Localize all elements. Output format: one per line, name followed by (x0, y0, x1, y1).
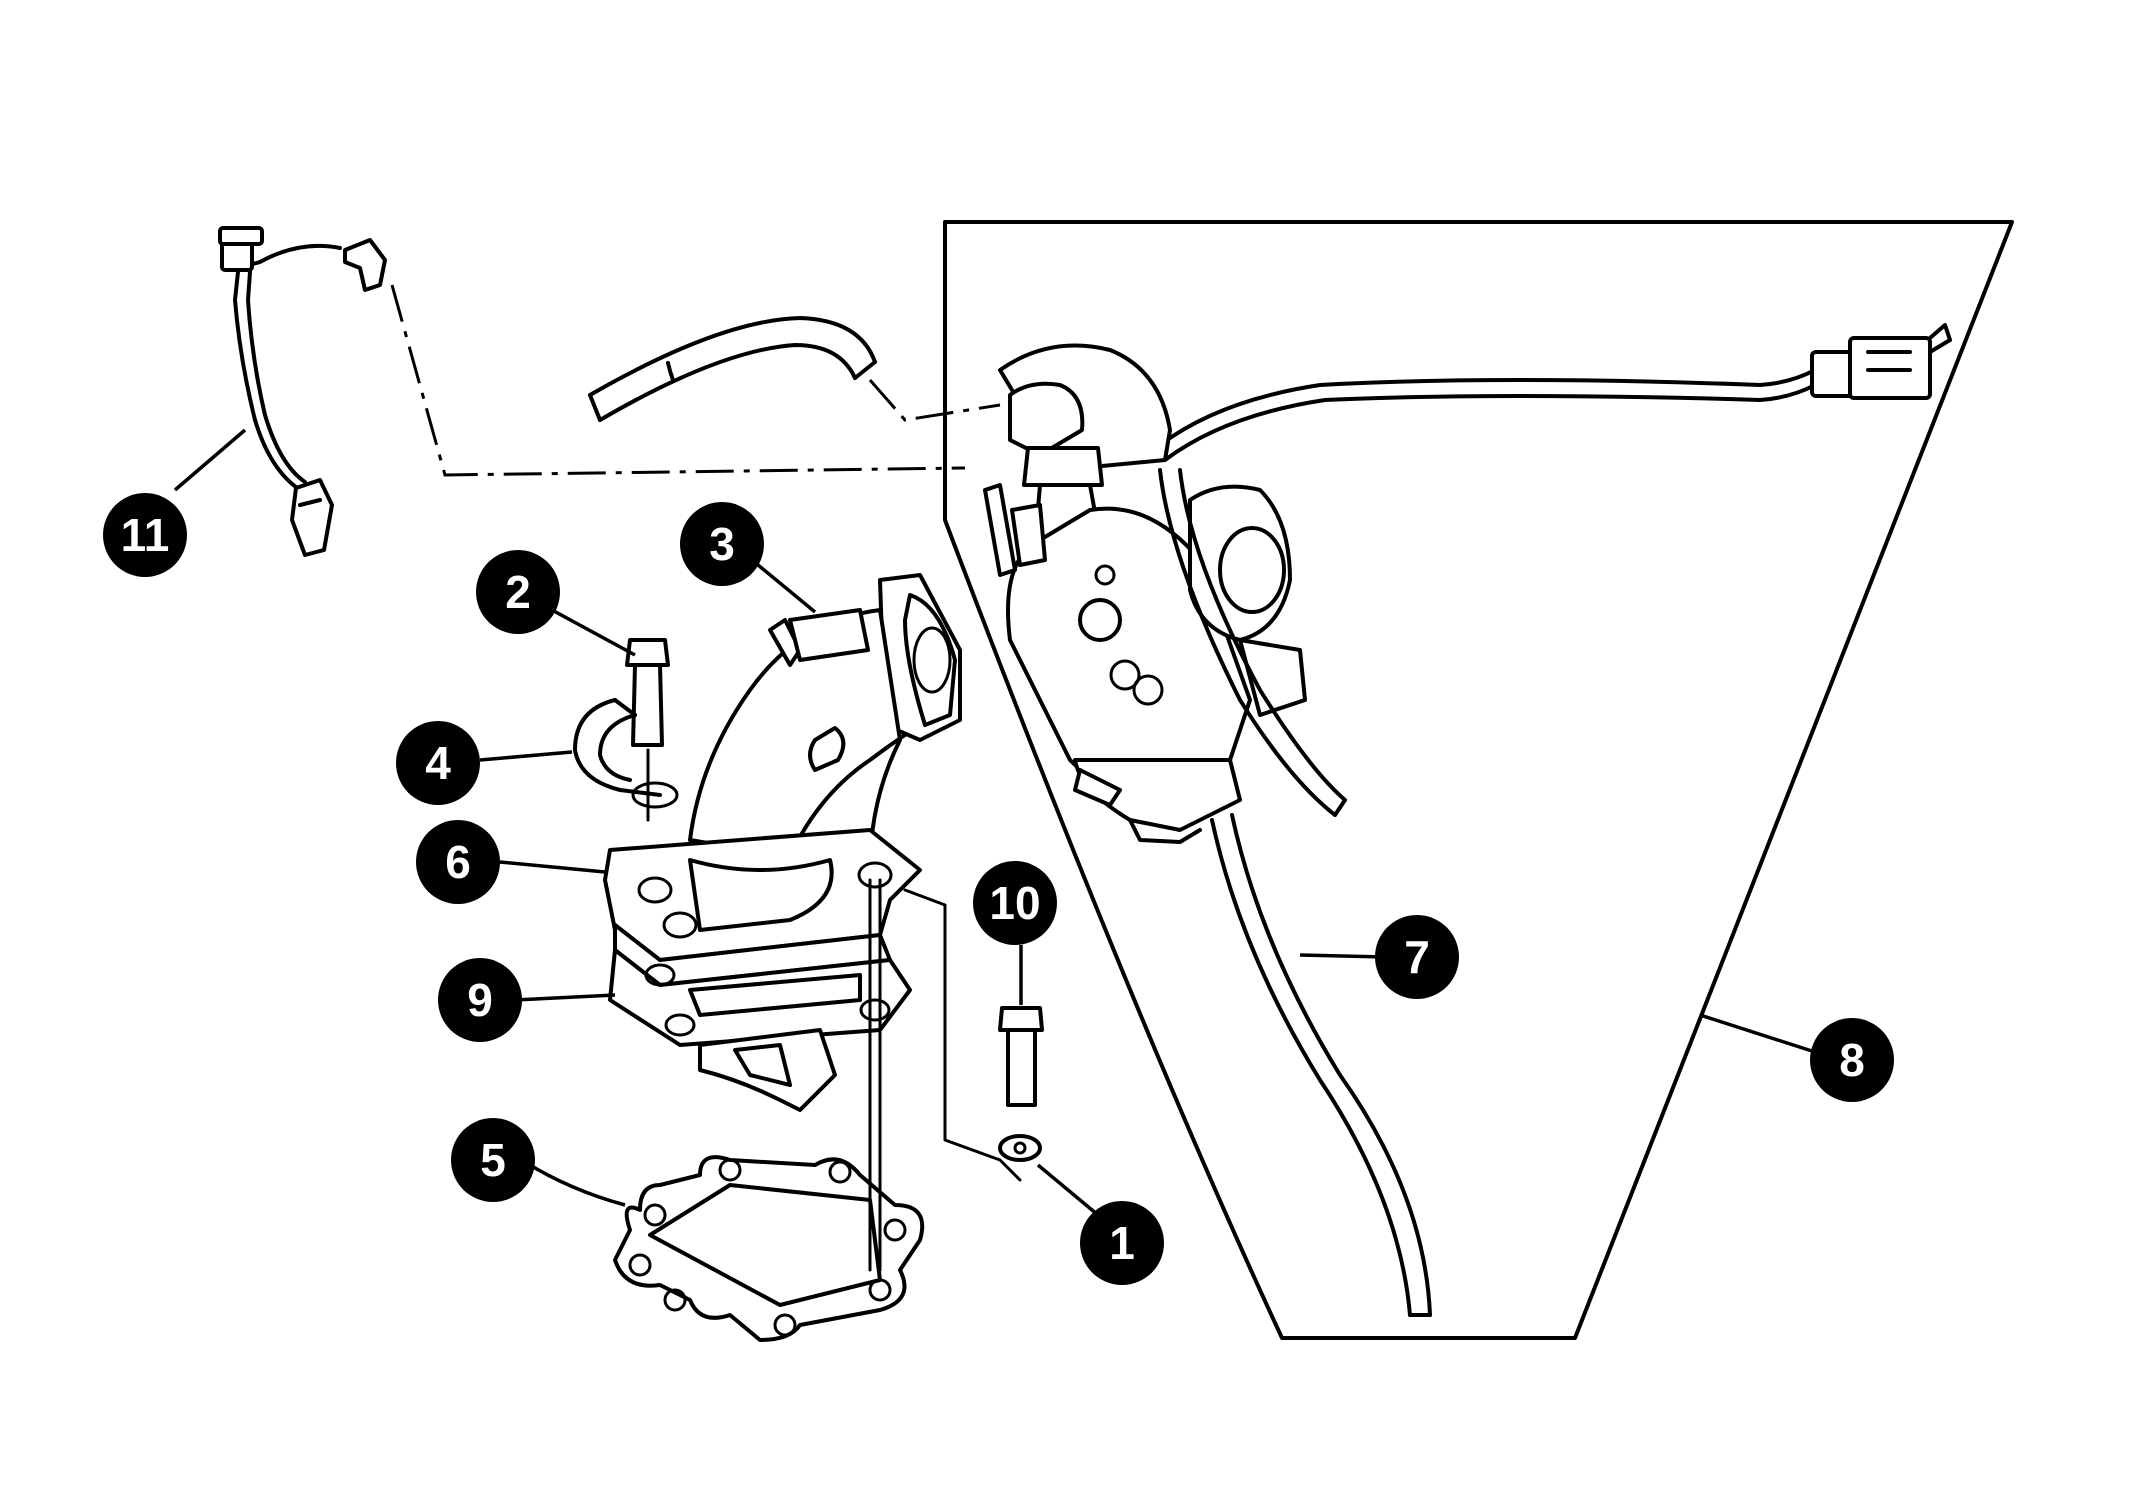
alignment-line (903, 888, 1022, 1182)
gasket (613, 1155, 925, 1342)
drain-tube (1210, 813, 1432, 1317)
bolt-upper (625, 638, 670, 822)
callout-label: 10 (989, 877, 1040, 929)
clamp (573, 698, 679, 809)
leader-line-2 (551, 608, 636, 657)
callout-10: 10 (973, 861, 1057, 945)
callout-4: 4 (396, 721, 480, 805)
intake-manifold (603, 573, 962, 1112)
callout-label: 1 (1109, 1217, 1135, 1269)
leader-line-6 (499, 860, 606, 874)
leader-line-11 (173, 428, 247, 492)
callout-3: 3 (680, 502, 764, 586)
leader-line-8 (1699, 1013, 1816, 1054)
routing-dashed-line (390, 284, 966, 477)
callout-2: 2 (476, 550, 560, 634)
callout-6: 6 (416, 820, 500, 904)
callout-label: 2 (505, 566, 531, 618)
callout-8: 8 (1810, 1018, 1894, 1102)
leader-line-3 (750, 558, 817, 614)
carburetor (983, 343, 1347, 844)
callout-label: 5 (480, 1134, 506, 1186)
leader-line-9 (514, 993, 616, 1002)
hose (588, 316, 1001, 422)
callout-label: 9 (467, 974, 493, 1026)
callout-label: 3 (709, 518, 735, 570)
panel-outline (943, 220, 2014, 1340)
callout-9: 9 (438, 958, 522, 1042)
bolt-lower (998, 1006, 1044, 1162)
callout-label: 8 (1839, 1034, 1865, 1086)
callout-11: 11 (103, 493, 187, 577)
callout-label: 4 (425, 737, 451, 789)
leader-line-4 (479, 750, 573, 762)
leader-line-5 (524, 1160, 626, 1207)
electrical-lead (1158, 323, 1952, 462)
callout-5: 5 (451, 1118, 535, 1202)
leader-line-7 (1299, 953, 1386, 959)
callout-1: 1 (1080, 1201, 1164, 1285)
screw (768, 608, 870, 667)
callout-label: 6 (445, 836, 471, 888)
wire-harness (218, 226, 387, 557)
callout-label: 7 (1404, 931, 1430, 983)
callout-7: 7 (1375, 915, 1459, 999)
callout-label: 11 (121, 509, 170, 561)
